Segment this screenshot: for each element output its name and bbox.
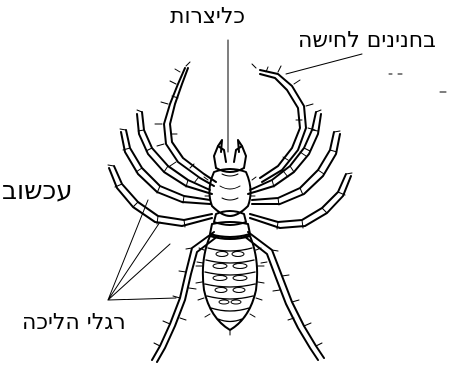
label-arachnid: עכשוב [2,178,73,204]
leg-right-2 [252,131,340,205]
leg-left-1 [137,110,212,194]
leg-right-3 [250,173,352,229]
leader-legs-4 [108,298,176,300]
abdomen-spots [213,252,247,305]
leader-pedipalps [286,54,362,74]
leader-legs-3 [108,244,170,300]
stray-marks [389,74,446,92]
leg-right-4 [244,232,324,360]
leg-right-1 [248,110,321,194]
thorax [210,211,250,237]
label-walking-legs: רגלי הליכה [22,312,126,334]
abdomen [196,236,264,335]
pedipalp-right [252,64,315,182]
leader-legs-1 [108,200,148,300]
pedipalp-left [155,62,216,186]
label-chelicerae: כליצרות [170,6,245,28]
label-pedipalps: בחנינים לחישה [298,30,436,52]
